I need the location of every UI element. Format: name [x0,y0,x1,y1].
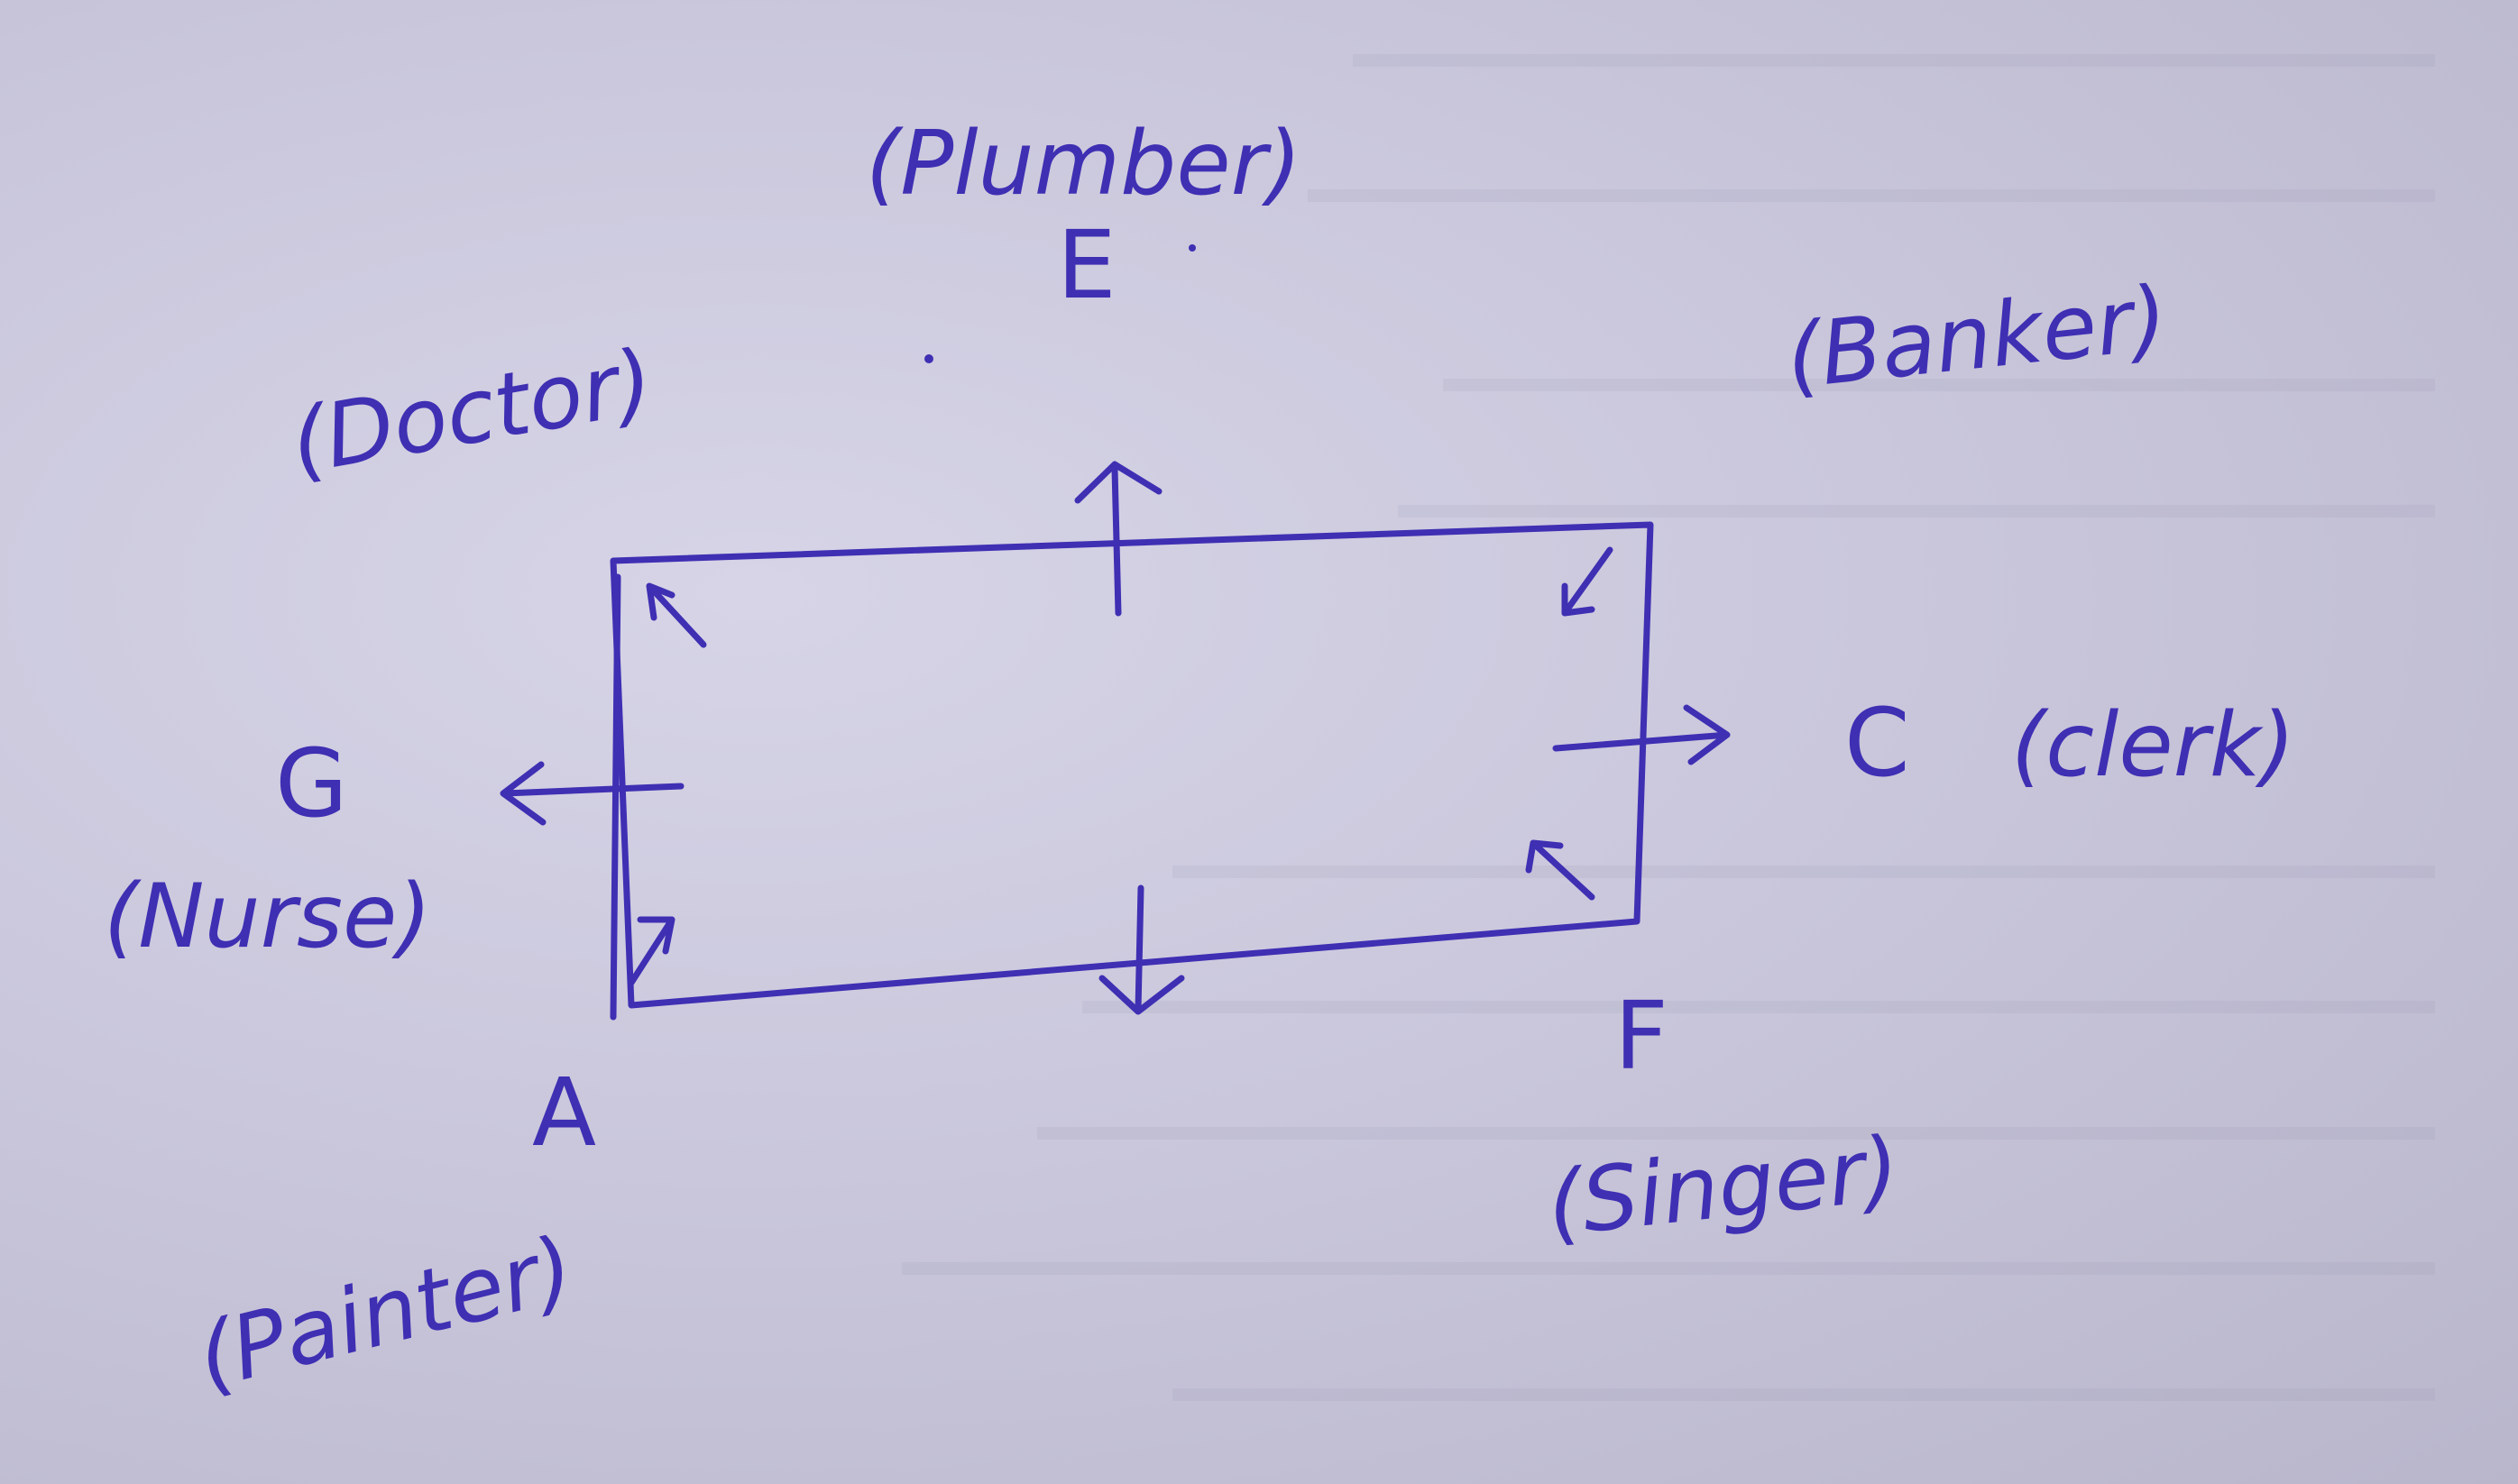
label-c-letter: C [1844,688,1910,798]
label-a-letter: A [532,1058,596,1168]
bottom-left-corner-arrow [628,916,675,986]
bottom-edge-arrow [1098,884,1185,1015]
label-c-role: (clerk) [2011,694,2295,797]
table-rectangle [610,521,1654,1009]
bleed-through-texture [902,54,2435,1401]
top-edge-arrow [1074,461,1163,617]
top-left-corner-arrow [646,582,707,648]
label-e-letter: E [1057,210,1117,320]
left-edge-arrow [500,761,685,826]
label-g-letter: G [275,728,348,838]
bottom-right-corner-arrow [1525,839,1595,901]
right-edge-arrow [1552,704,1731,765]
label-f-letter: F [1614,981,1668,1091]
label-top-left-role: (Doctor) [283,330,660,495]
ink-dot [924,354,933,363]
table-left-edge [610,573,621,1021]
label-e-role: (Plumber) [866,113,1301,215]
label-g-role: (Nurse) [104,866,432,968]
label-a-role: (Painter) [188,1217,584,1409]
ink-dot-e [1189,244,1196,252]
top-right-corner-arrow [1561,546,1613,617]
